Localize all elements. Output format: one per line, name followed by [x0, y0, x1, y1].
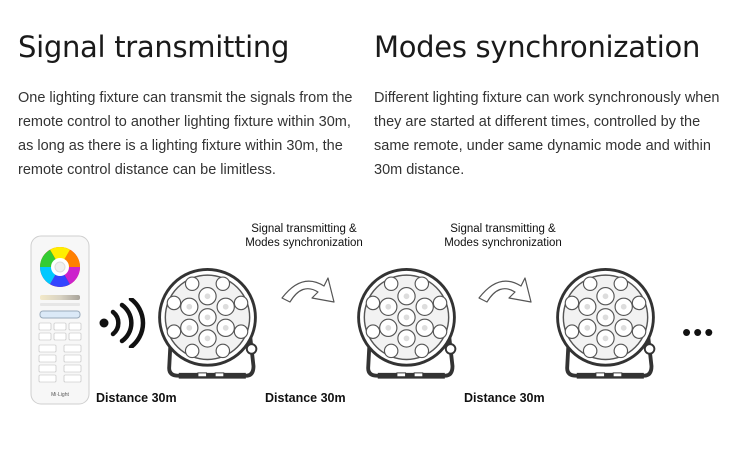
curved-arrow-icon — [478, 277, 532, 303]
signal-wave-icon — [99, 298, 146, 348]
curved-arrow-icon — [281, 277, 335, 303]
modes-sync-title: Modes synchronization — [374, 30, 701, 64]
caption-2: Signal transmitting & Modes synchronizat… — [444, 223, 562, 249]
signal-transmitting-title: Signal transmitting — [18, 30, 290, 64]
spotlight-fixture-1 — [150, 262, 265, 387]
signal-transmitting-section: Signal transmitting One lighting fixture… — [18, 30, 358, 182]
spotlight-fixture-3 — [548, 262, 663, 387]
distance-label-3: Distance 30m — [464, 391, 545, 405]
remote-control-icon: Mi·Light — [30, 235, 90, 405]
caption-1: Signal transmitting & Modes synchronizat… — [245, 223, 363, 249]
signal-transmitting-text: One lighting fixture can transmit the si… — [18, 90, 353, 178]
ellipsis-icon: ••• — [682, 317, 716, 347]
modes-sync-text: Different lighting fixture can work sync… — [374, 90, 720, 178]
modes-sync-section: Modes synchronization Different lighting… — [374, 30, 734, 182]
distance-label-1: Distance 30m — [96, 391, 177, 405]
spotlight-fixture-2 — [349, 262, 464, 387]
distance-label-2: Distance 30m — [265, 391, 346, 405]
remote-brand: Mi·Light — [51, 392, 69, 398]
